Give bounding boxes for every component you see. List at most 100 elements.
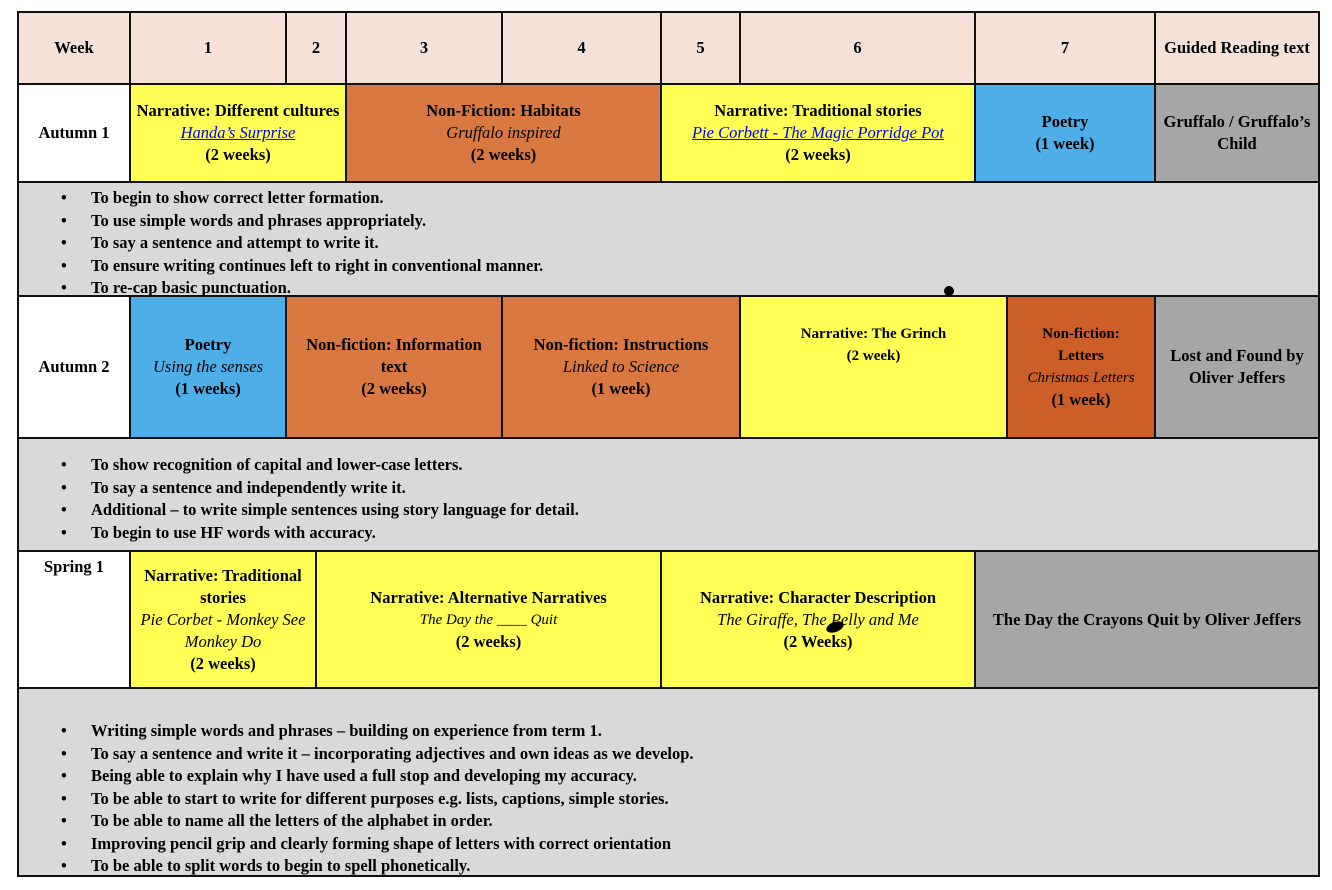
unit-detail: Linked to Science <box>562 357 680 376</box>
unit-detail: (2 weeks) <box>785 145 851 164</box>
unit-detail: (2 weeks) <box>205 145 271 164</box>
header-cell-week-1: 1 <box>130 12 286 84</box>
unit-detail: Pie Corbet - Monkey See Monkey Do <box>140 609 306 651</box>
bullet-icon: • <box>61 833 67 853</box>
unit-title: Non-fiction: <box>1042 326 1120 342</box>
term-label-autumn-1: Autumn 1 <box>18 84 130 182</box>
bullet-icon: • <box>61 522 67 542</box>
book-link[interactable]: Handa’s Surprise <box>180 123 296 142</box>
objective-item: • To say a sentence and independently wri… <box>19 477 579 500</box>
bullet-icon: • <box>61 788 67 808</box>
objective-item: •Being able to explain why I have used a… <box>19 765 694 788</box>
book-link[interactable]: Pie Corbett - The Magic Porridge Pot <box>691 123 945 142</box>
objective-item: • To say a sentence and write it – incorp… <box>19 743 694 766</box>
header-label: 7 <box>1060 38 1070 57</box>
bullet-icon: • <box>61 255 67 275</box>
bullet-icon: • <box>61 766 67 785</box>
objective-text: Additional – to write simple sentences u… <box>91 500 579 519</box>
header-label: Guided Reading text <box>1164 38 1310 57</box>
objective-item: • To ensure writing continues left to rig… <box>19 255 543 278</box>
objective-text: To be able to name all the letters of th… <box>91 811 493 830</box>
bullet-icon: • <box>61 278 67 297</box>
unit-cell: Non-fiction: Information text(2 weeks) <box>286 296 502 438</box>
ink-mark <box>944 286 954 296</box>
unit-detail: Gruffalo inspired <box>446 123 561 142</box>
header-label: Week <box>54 38 94 57</box>
header-cell-week: Week <box>18 12 130 84</box>
unit-detail: (1 week) <box>1051 390 1111 409</box>
bullet-icon: • <box>61 743 67 763</box>
objective-text: To begin to show correct letter formatio… <box>91 188 384 207</box>
objective-text: To be able to start to write for differe… <box>91 788 669 808</box>
unit-title: Lost and Found by Oliver Jeffers <box>1170 346 1304 387</box>
objectives-autumn-2: • To show recognition of capital and lowe… <box>18 438 1319 551</box>
header-cell-week-3: 3 <box>346 12 502 84</box>
bullet-icon: • <box>61 811 67 830</box>
header-cell-week-5: 5 <box>661 12 740 84</box>
unit-title: Non-Fiction: Habitats <box>426 101 581 120</box>
objectives-spring-1: •Writing simple words and phrases – buil… <box>18 688 1319 876</box>
objective-text: To show recognition of capital and lower… <box>91 455 463 474</box>
objective-item: •To say a sentence and attempt to write … <box>19 232 543 255</box>
header-cell-week-6: 6 <box>740 12 975 84</box>
unit-detail: Letters <box>1058 348 1104 364</box>
header-cell-week-7: 7 <box>975 12 1155 84</box>
unit-detail: (1 week) <box>1035 134 1095 153</box>
unit-detail: (2 week) <box>846 348 901 364</box>
objective-item: • To begin to show correct letter formati… <box>19 187 543 210</box>
unit-cell: Lost and Found by Oliver Jeffers <box>1155 296 1319 438</box>
objective-text: To ensure writing continues left to righ… <box>91 255 544 275</box>
header-label: 3 <box>419 38 429 57</box>
objective-text: To say a sentence and attempt to write i… <box>91 233 379 252</box>
term-label-autumn-2: Autumn 2 <box>18 296 130 438</box>
term-label-spring-1: Spring 1 <box>18 551 130 688</box>
objectives-list: • To begin to show correct letter formati… <box>19 187 543 300</box>
unit-detail: The Giraffe, The Pelly and Me <box>717 609 919 629</box>
bullet-icon: • <box>61 721 67 740</box>
bullet-icon: • <box>61 477 67 497</box>
unit-cell: Poetry(1 week) <box>975 84 1155 182</box>
bullet-icon: • <box>61 210 67 230</box>
objective-item: • Additional – to write simple sentences … <box>19 499 579 522</box>
unit-title: Narrative: Character Description <box>699 587 937 607</box>
objectives-autumn-1: • To begin to show correct letter formati… <box>18 182 1319 297</box>
header-label: 1 <box>203 38 213 57</box>
unit-detail: (2 weeks) <box>455 631 522 651</box>
header-label: 5 <box>696 38 705 57</box>
objectives-list: • To show recognition of capital and lowe… <box>19 454 579 544</box>
objective-text: To use simple words and phrases appropri… <box>91 210 427 230</box>
unit-detail: (2 Weeks) <box>783 631 853 651</box>
unit-title: Narrative: Traditional stories <box>714 101 922 120</box>
objective-text: To say a sentence and independently writ… <box>91 477 406 497</box>
unit-title: Narrative: Different cultures <box>136 101 340 120</box>
unit-detail: (2 weeks) <box>190 653 256 673</box>
objective-text: To say a sentence and write it – incorpo… <box>91 743 694 763</box>
objective-item: •To show recognition of capital and lowe… <box>19 454 579 477</box>
objective-item: •Writing simple words and phrases – buil… <box>19 720 694 743</box>
unit-cell: Gruffalo / Gruffalo’s Child <box>1155 84 1319 182</box>
objective-item: • Improving pencil grip and clearly formi… <box>19 833 694 856</box>
objective-item: • To be able to name all the letters of t… <box>19 810 694 833</box>
bullet-icon: • <box>61 188 67 207</box>
bullet-icon: • <box>61 856 67 875</box>
objective-text: Improving pencil grip and clearly formin… <box>91 833 672 853</box>
objective-item: • To be able to start to write for differ… <box>19 788 694 811</box>
objective-text: To re-cap basic punctuation. <box>91 278 291 297</box>
bullet-icon: • <box>61 500 67 519</box>
header-label: 6 <box>853 38 862 57</box>
objective-text: To begin to use HF words with accuracy. <box>91 522 376 542</box>
unit-detail: (1 weeks) <box>175 379 241 398</box>
unit-detail: (2 weeks) <box>361 379 427 398</box>
header-cell-guided-reading: Guided Reading text <box>1155 12 1319 84</box>
unit-detail: (1 week) <box>591 379 651 398</box>
unit-title: Poetry <box>184 335 232 354</box>
unit-title: Narrative: The Grinch <box>800 326 947 342</box>
unit-title: Gruffalo / Gruffalo’s Child <box>1163 112 1311 153</box>
